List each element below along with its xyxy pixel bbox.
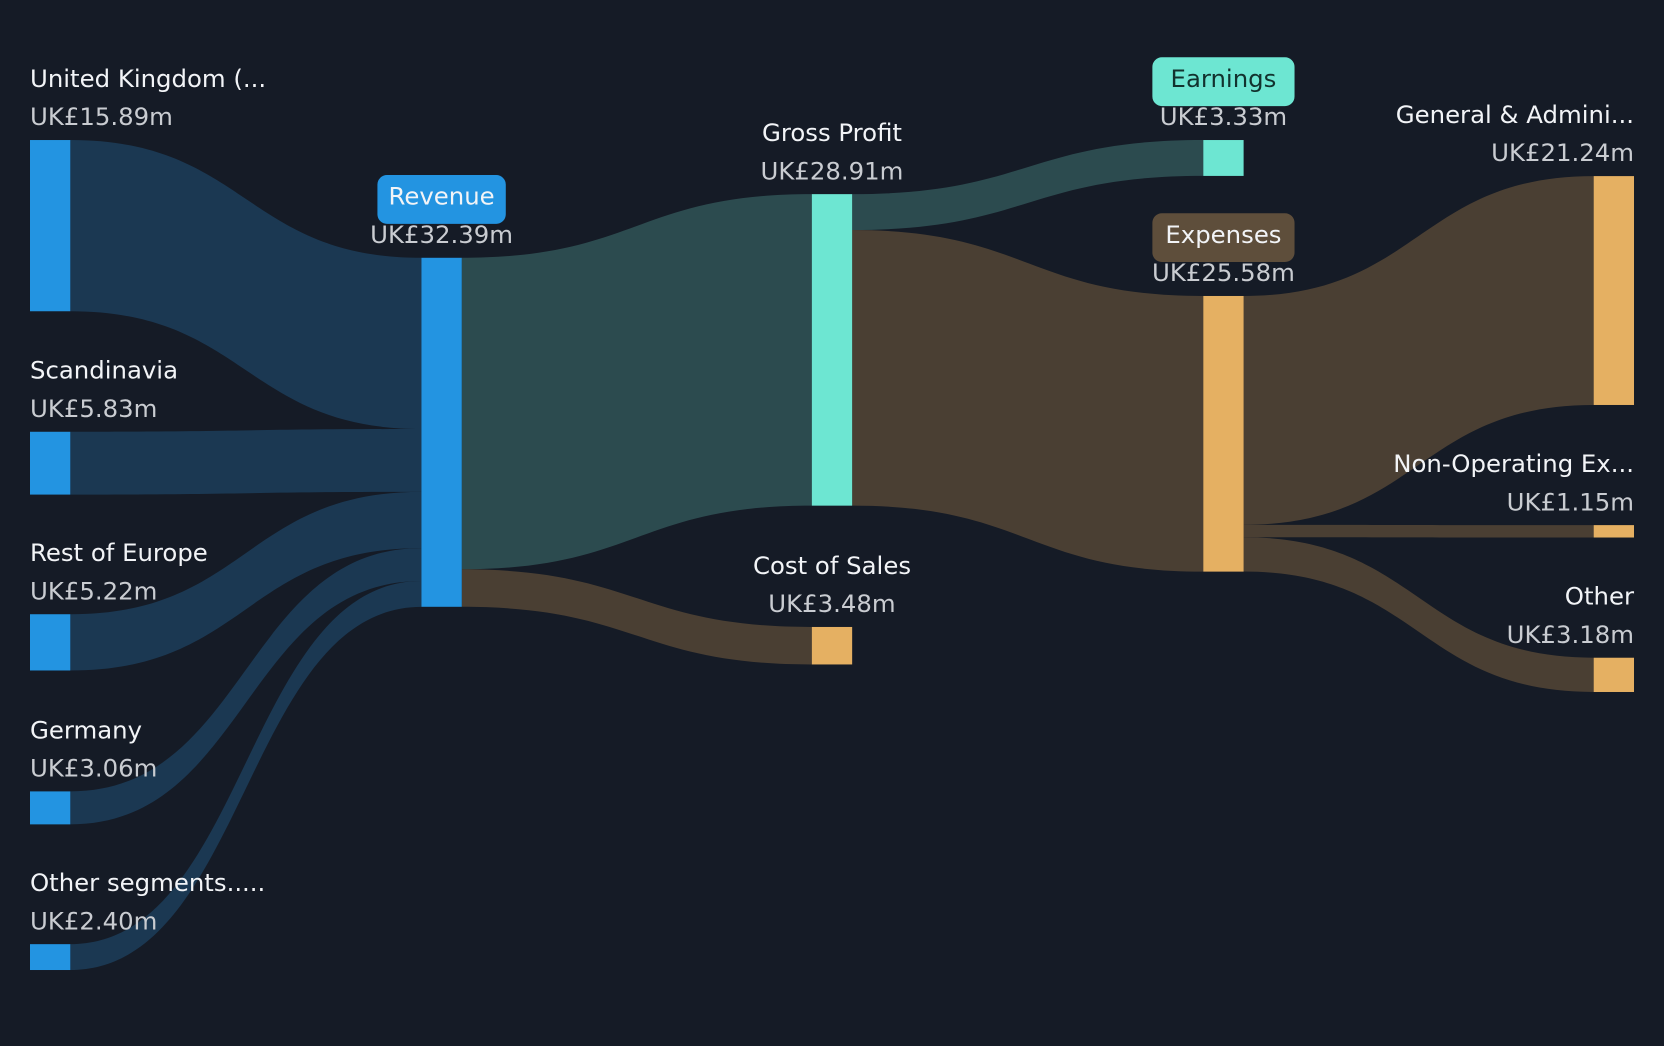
link-scand-rev	[70, 429, 422, 495]
link-rev-cos	[461, 569, 812, 665]
node-value-gp: UK£28.91m	[761, 156, 904, 185]
node-value-oseg: UK£2.40m	[30, 906, 157, 935]
node-name-ger: Germany	[30, 715, 142, 744]
node-value-scand: UK£5.83m	[30, 394, 157, 423]
link-rev-gp	[461, 194, 812, 570]
link-gp-earn	[852, 140, 1204, 231]
node-name-rev: Revenue	[389, 182, 495, 211]
link-exp-nonop	[1243, 524, 1594, 538]
node-name-exp: Expenses	[1165, 220, 1281, 249]
node-value-nonop: UK£1.15m	[1507, 487, 1634, 516]
link-oseg-rev	[70, 581, 422, 971]
node-oseg	[29, 944, 71, 971]
node-name-nonop: Non-Operating Ex...	[1393, 449, 1634, 478]
node-rev	[421, 257, 462, 607]
link-gp-exp	[852, 230, 1204, 572]
badge-earn	[1152, 57, 1295, 107]
node-oth	[1593, 657, 1635, 692]
node-name-uk: United Kingdom (...	[30, 64, 266, 93]
node-name-earn: Earnings	[1171, 64, 1277, 93]
node-value-oth: UK£3.18m	[1507, 620, 1634, 649]
node-value-ga: UK£21.24m	[1491, 138, 1634, 167]
node-roe	[29, 614, 71, 671]
node-value-earn: UK£3.33m	[1160, 102, 1287, 131]
node-value-ger: UK£3.06m	[30, 754, 157, 783]
node-value-exp: UK£25.58m	[1152, 258, 1295, 287]
link-exp-ga	[1243, 176, 1594, 525]
link-ger-rev	[70, 548, 422, 825]
node-exp	[1203, 295, 1244, 572]
node-value-roe: UK£5.22m	[30, 576, 157, 605]
badge-rev	[377, 175, 506, 224]
node-value-rev: UK£32.39m	[370, 220, 513, 249]
node-ga	[1593, 176, 1635, 405]
node-value-uk: UK£15.89m	[30, 102, 173, 131]
node-value-cos: UK£3.48m	[768, 589, 895, 618]
link-roe-rev	[70, 491, 422, 671]
node-gp	[811, 194, 853, 506]
node-earn	[1203, 140, 1244, 176]
node-name-gp: Gross Profit	[762, 118, 902, 147]
node-name-oth: Other	[1565, 582, 1635, 611]
node-name-oseg: Other segments.....	[30, 868, 265, 897]
node-uk	[29, 140, 71, 312]
node-name-ga: General & Admini...	[1396, 100, 1634, 129]
node-cos	[811, 626, 853, 665]
node-name-scand: Scandinavia	[30, 356, 178, 385]
link-exp-oth	[1243, 537, 1594, 692]
node-name-roe: Rest of Europe	[30, 538, 208, 567]
badge-exp	[1152, 213, 1295, 263]
node-name-cos: Cost of Sales	[753, 551, 911, 580]
link-uk-rev	[70, 140, 422, 430]
node-nonop	[1593, 525, 1635, 538]
node-ger	[29, 791, 71, 825]
node-scand	[29, 431, 71, 495]
